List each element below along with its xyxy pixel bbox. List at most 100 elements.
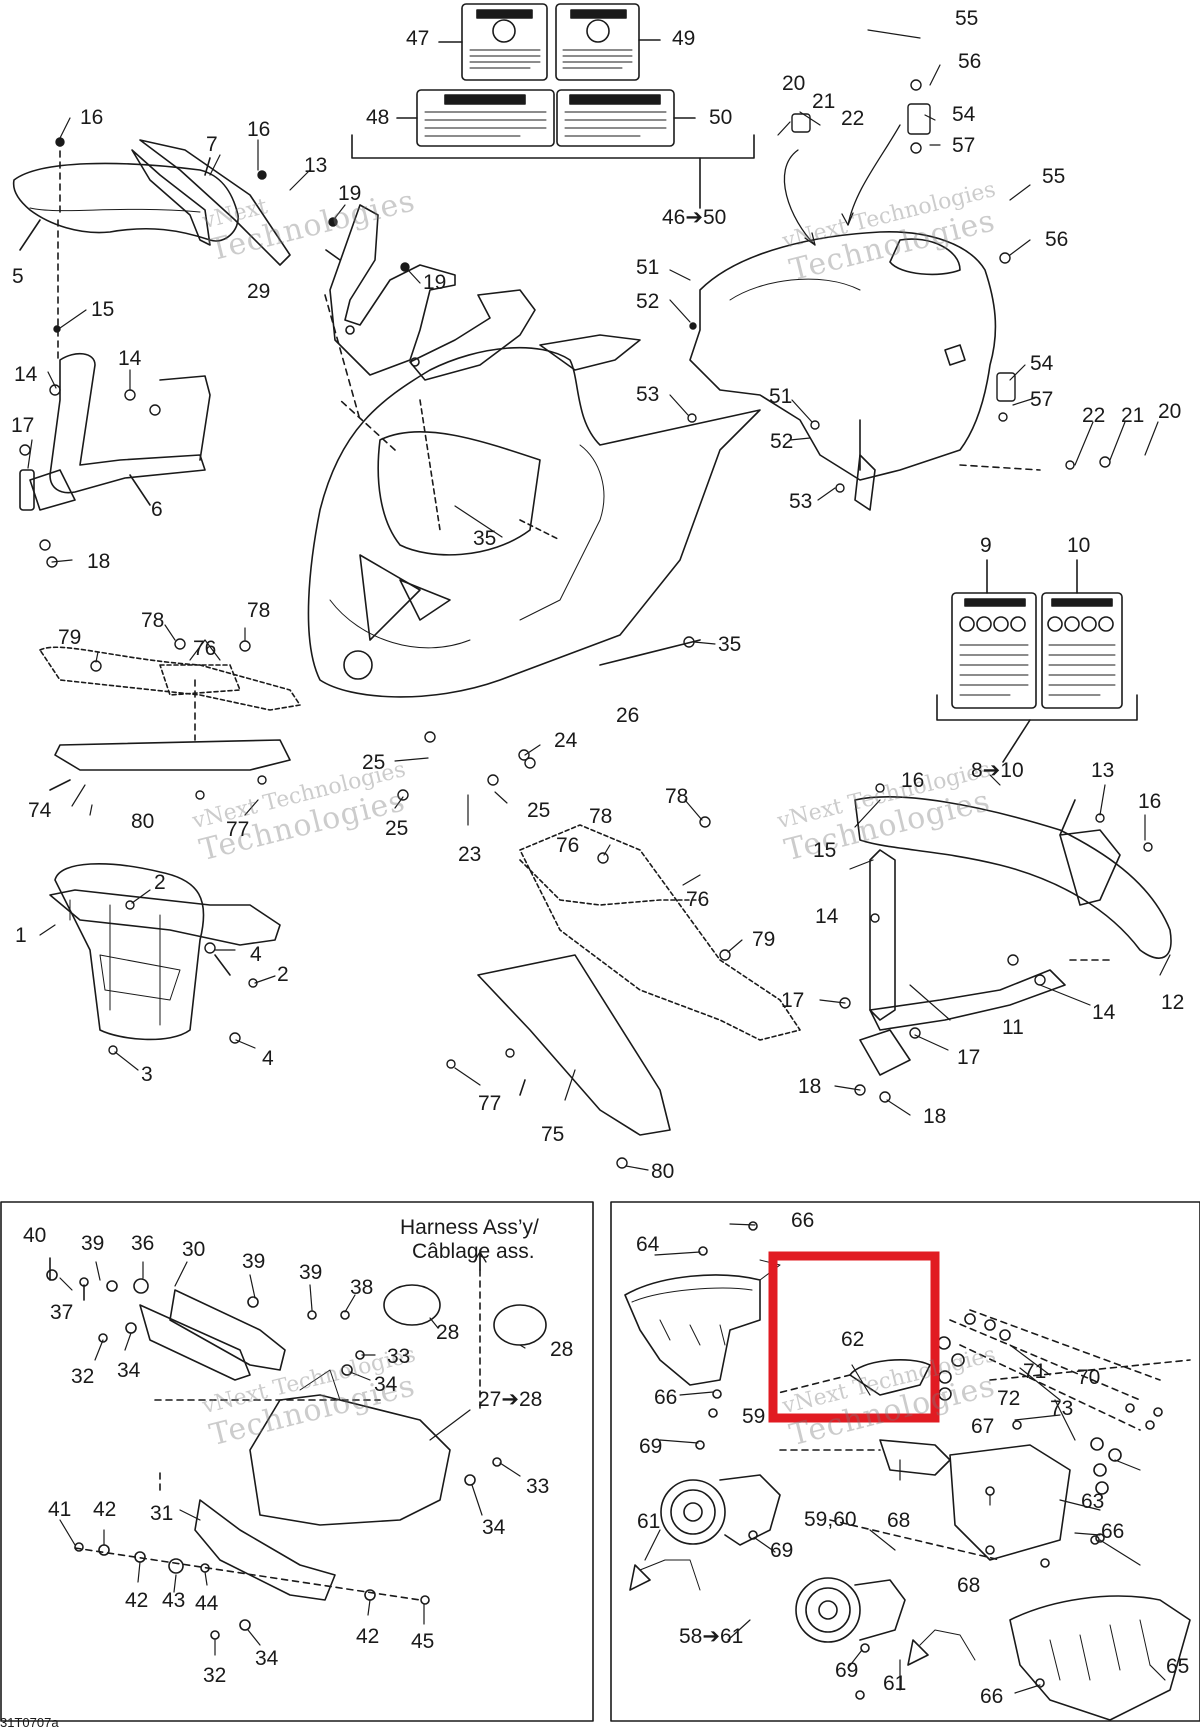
- callout: 4: [262, 1047, 274, 1070]
- callout: 28: [550, 1338, 574, 1361]
- callout: 26: [616, 704, 640, 727]
- callout: 31: [150, 1502, 174, 1525]
- callout: 21: [1121, 404, 1145, 427]
- callout: 17: [11, 414, 35, 437]
- callout: 14: [815, 905, 839, 928]
- headlight-panel-frame: [610, 1201, 1200, 1722]
- callout: 18: [923, 1105, 947, 1128]
- callout: 48: [366, 106, 390, 129]
- callout: 80: [131, 810, 155, 833]
- callout: 69: [639, 1435, 663, 1458]
- callout: 56: [958, 50, 982, 73]
- callout: 45: [411, 1630, 435, 1653]
- callout: 25: [527, 799, 551, 822]
- callout: 43: [162, 1589, 186, 1612]
- callout: 6: [151, 498, 163, 521]
- highlight-box-part-62: [768, 1251, 940, 1423]
- callout: 39: [81, 1232, 105, 1255]
- callout: 16: [80, 106, 104, 129]
- callout: 78: [589, 805, 613, 828]
- callout: 71: [1023, 1360, 1047, 1383]
- callout: 24: [554, 729, 578, 752]
- callout: 59,60: [804, 1508, 857, 1531]
- callout: 9: [980, 534, 992, 557]
- left-bumper-6: [19, 219, 211, 511]
- callout: 77: [478, 1092, 502, 1115]
- callout: 66: [1101, 1520, 1125, 1543]
- callout: 52: [636, 290, 660, 313]
- callout: 46➔50: [662, 206, 727, 229]
- callout: 53: [789, 490, 813, 513]
- callout: 73: [1050, 1397, 1074, 1420]
- callout: 15: [91, 298, 115, 321]
- callout: 49: [672, 27, 696, 50]
- callout: 70: [1077, 1366, 1101, 1389]
- callout: 50: [709, 106, 733, 129]
- callout: 20: [782, 72, 806, 95]
- callout: 29: [247, 280, 271, 303]
- callout: 21: [812, 90, 836, 113]
- callout: 52: [770, 430, 794, 453]
- callout: 20: [1158, 400, 1182, 423]
- callout: 36: [131, 1232, 155, 1255]
- right-fender-12: [854, 796, 1172, 1076]
- harness-label-en: Harness Ass’y/: [400, 1216, 539, 1239]
- callout: 22: [1082, 404, 1106, 427]
- callout: 7: [206, 133, 218, 156]
- callout: 22: [841, 107, 865, 130]
- callout: 79: [752, 928, 776, 951]
- callout: 10: [1067, 534, 1091, 557]
- callout: 76: [556, 834, 580, 857]
- callout: 78: [665, 785, 689, 808]
- harness-panel-frame: [0, 1201, 594, 1722]
- callout: 17: [957, 1046, 981, 1069]
- hood-piece-19: [325, 204, 641, 381]
- callout: 80: [651, 1160, 675, 1183]
- callout: 23: [458, 843, 482, 866]
- callout: 13: [1091, 759, 1115, 782]
- callout: 76: [193, 637, 217, 660]
- callout: 61: [883, 1672, 907, 1695]
- callout: 30: [182, 1238, 206, 1261]
- callout: 78: [247, 599, 271, 622]
- callout: 65: [1166, 1655, 1190, 1678]
- callout: 15: [813, 839, 837, 862]
- callout: 28: [436, 1321, 460, 1344]
- callout: 42: [125, 1589, 149, 1612]
- callout: 69: [770, 1539, 794, 1562]
- figure-code: 31T0707a: [0, 1715, 59, 1730]
- skid-plate-75: [477, 824, 801, 1136]
- callout: 35: [718, 633, 742, 656]
- callout: 12: [1161, 991, 1185, 1014]
- harness-assembly-label: Harness Ass’y/ Câblage ass.: [400, 1216, 539, 1264]
- callout: 77: [226, 818, 250, 841]
- callout: 18: [798, 1075, 822, 1098]
- skid-plate-74: [39, 646, 301, 791]
- callout: 79: [58, 626, 82, 649]
- callout: 66: [654, 1386, 678, 1409]
- callout: 62: [841, 1328, 865, 1351]
- callout: 33: [526, 1475, 550, 1498]
- callout: 55: [955, 7, 979, 30]
- callout: 1: [15, 924, 27, 947]
- callout: 19: [423, 271, 447, 294]
- callout: 33: [387, 1345, 411, 1368]
- callout: 41: [48, 1498, 72, 1521]
- callout: 17: [781, 989, 805, 1012]
- callout: 14: [1092, 1001, 1116, 1024]
- callout: 69: [835, 1659, 859, 1682]
- callout: 34: [482, 1516, 506, 1539]
- callout: 34: [255, 1647, 279, 1670]
- leader-lines: [27, 29, 1171, 1694]
- callout: 47: [406, 27, 430, 50]
- headlight-panel-parts: [624, 1221, 1191, 1721]
- callout: 44: [195, 1592, 219, 1615]
- callout: 18: [87, 550, 111, 573]
- callout: 25: [362, 751, 386, 774]
- callout: 54: [952, 103, 976, 126]
- callout: 40: [23, 1224, 47, 1247]
- harness-panel-parts: [46, 1249, 547, 1640]
- callout: 5: [12, 265, 24, 288]
- callout: 27➔28: [478, 1388, 543, 1411]
